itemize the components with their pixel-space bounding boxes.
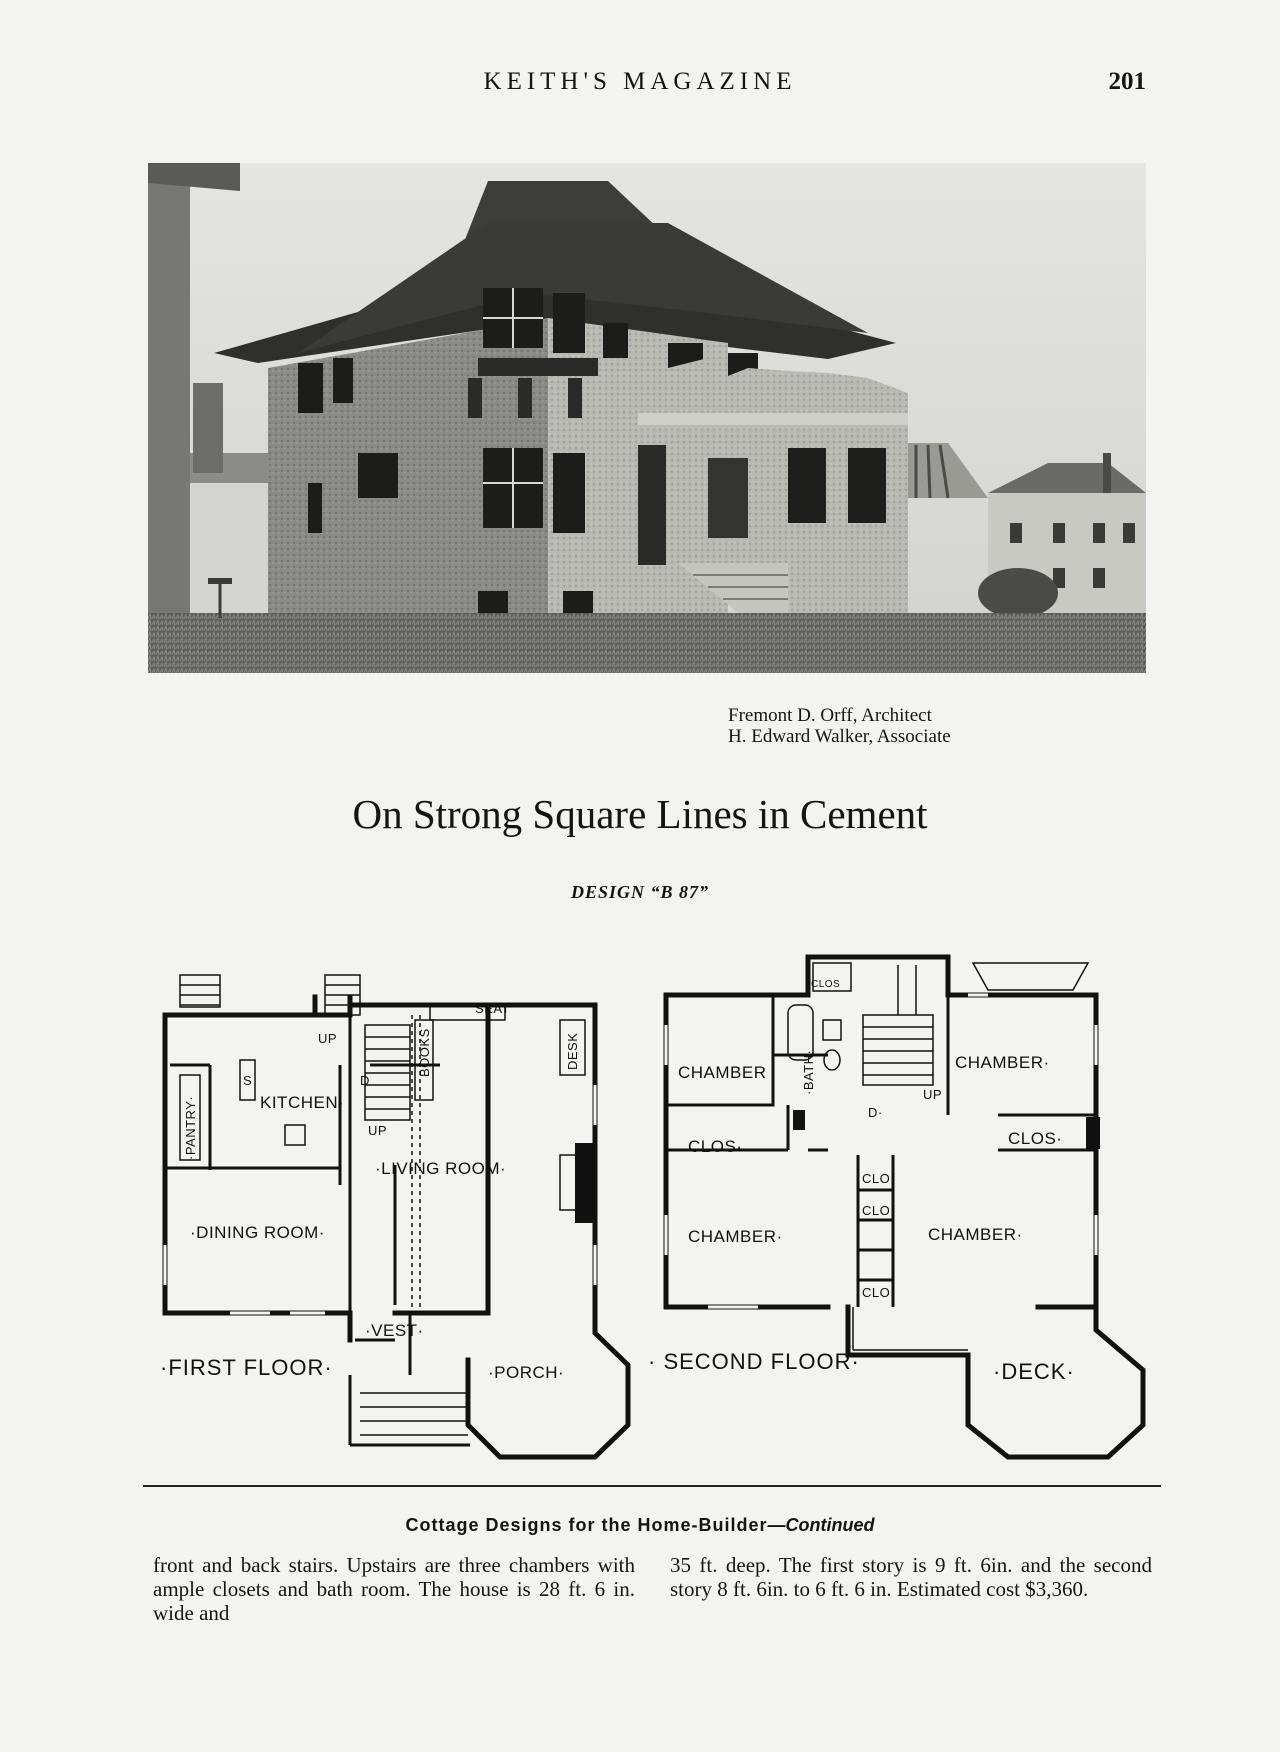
room-label-clo3: CLO bbox=[862, 1285, 891, 1300]
room-label-clo1: CLO bbox=[862, 1171, 891, 1186]
room-label-chamber-ne: CHAMBER· bbox=[955, 1053, 1050, 1072]
room-label-d: D bbox=[360, 1073, 370, 1088]
room-label-dining: ·DINING ROOM· bbox=[190, 1223, 325, 1242]
section-heading-text: Cottage Designs for the Home-Builder bbox=[405, 1515, 768, 1535]
first-floor-label: ·FIRST FLOOR· bbox=[160, 1355, 333, 1380]
page-number: 201 bbox=[1108, 68, 1147, 95]
room-label-sink: S bbox=[243, 1073, 253, 1088]
room-label-deck: ·DECK· bbox=[993, 1359, 1075, 1384]
first-floor-plan: UP UP D S KITCHEN· ·PANTRY· ·DINING ROOM… bbox=[150, 945, 631, 1465]
room-label-porch: ·PORCH· bbox=[488, 1363, 565, 1382]
second-floor-label: · SECOND FLOOR· bbox=[648, 1349, 860, 1374]
room-label-bath: ·BATH· bbox=[801, 1049, 816, 1095]
room-label-up: UP bbox=[923, 1087, 943, 1102]
design-number: DESIGN “B 87” bbox=[570, 882, 710, 902]
associate-credit: H. Edward Walker, Associate bbox=[728, 726, 951, 747]
room-label-kitchen: KITCHEN· bbox=[260, 1093, 345, 1112]
room-label-up2: UP bbox=[368, 1123, 388, 1138]
room-label-clos-top: CLOS bbox=[811, 979, 841, 990]
room-label-up1: UP bbox=[318, 1031, 338, 1046]
body-text-left: front and back stairs. Upstairs are thre… bbox=[153, 1553, 635, 1625]
running-head: KEITH'S MAGAZINE bbox=[483, 68, 797, 95]
room-label-clos-e: CLOS· bbox=[1008, 1129, 1063, 1148]
room-label-clo2: CLO· bbox=[862, 1203, 896, 1218]
room-label-d2: D· bbox=[868, 1105, 883, 1120]
room-label-chamber-se: CHAMBER· bbox=[928, 1225, 1023, 1244]
section-heading: Cottage Designs for the Home-Builder—Con… bbox=[0, 1515, 1280, 1536]
architect-credit: Fremont D. Orff, Architect bbox=[728, 705, 932, 726]
room-label-books: BOOKS bbox=[417, 1028, 432, 1077]
article-title: On Strong Square Lines in Cement bbox=[352, 791, 928, 837]
room-label-chamber-nw: CHAMBER bbox=[678, 1063, 767, 1082]
body-text-right: 35 ft. deep. The first story is 9 ft. 6i… bbox=[670, 1553, 1152, 1601]
house-photograph bbox=[148, 163, 1146, 673]
room-label-pantry: ·PANTRY· bbox=[183, 1095, 198, 1160]
room-label-desk: DESK bbox=[565, 1032, 580, 1070]
room-label-chamber-sw: CHAMBER· bbox=[688, 1227, 783, 1246]
section-continued: —Continued bbox=[767, 1515, 875, 1535]
room-label-seat: SEAT bbox=[475, 1001, 510, 1016]
room-label-vest: ·VEST· bbox=[365, 1321, 424, 1340]
second-floor-plan: CHAMBER ·BATH· CLOS CHAMBER· UP D· CLOS·… bbox=[648, 945, 1148, 1465]
credits: Fremont D. Orff, Architect H. Edward Wal… bbox=[728, 705, 1148, 747]
section-rule bbox=[143, 1485, 1161, 1487]
room-label-living: ·LIVING ROOM· bbox=[375, 1159, 507, 1178]
room-label-clos-w: CLOS· bbox=[688, 1137, 743, 1156]
